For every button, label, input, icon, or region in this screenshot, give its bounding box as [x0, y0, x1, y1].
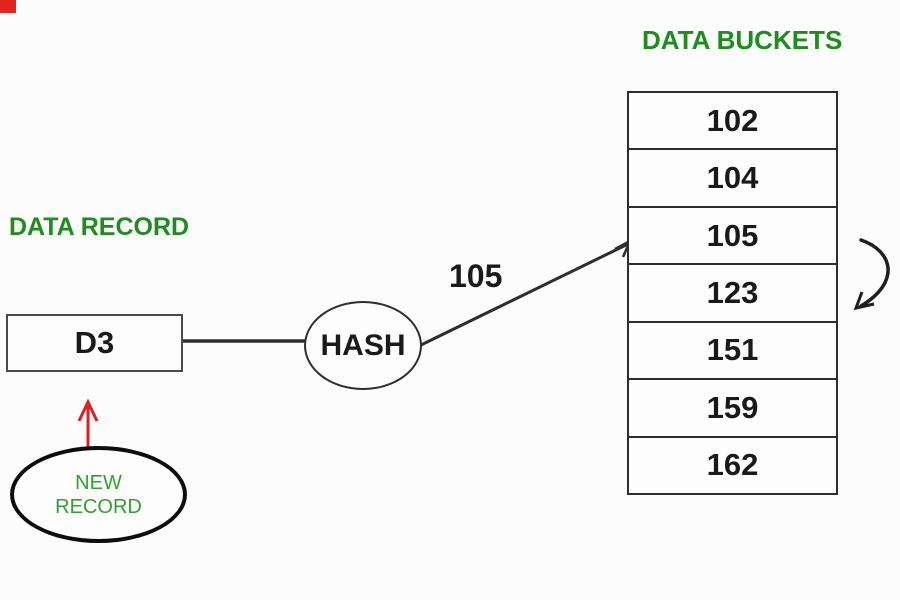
- corner-red-mark: [0, 0, 16, 13]
- hash-function-label: HASH: [320, 328, 406, 362]
- bucket-row: 102: [629, 93, 836, 151]
- bucket-curved-arrowhead-icon: [853, 291, 875, 311]
- hash-result-value: 105: [449, 258, 503, 294]
- bucket-curved-arrow: [859, 238, 890, 308]
- data-record-value: D3: [74, 325, 115, 360]
- bucket-row: 162: [706, 447, 759, 483]
- data-record-box: D3: [6, 314, 183, 372]
- data-record-title: DATA RECORD: [9, 213, 190, 241]
- new-record-label-line1: NEW: [75, 471, 122, 494]
- bucket-row: 104: [629, 150, 836, 208]
- new-record-node: NEW RECORD: [10, 446, 187, 543]
- new-record-label-line2: RECORD: [55, 495, 142, 518]
- data-buckets-title: DATA BUCKETS: [642, 25, 843, 55]
- hash-function-node: HASH: [304, 301, 422, 390]
- bucket-row: 123: [629, 265, 836, 323]
- bucket-row-pointed: 105: [629, 208, 836, 266]
- data-buckets-table: 102 104 105 123 151 159 162: [627, 91, 838, 495]
- bucket-row: 159: [629, 380, 836, 438]
- bucket-row: 151: [629, 323, 836, 381]
- new-record-arrowhead-icon: [77, 398, 99, 422]
